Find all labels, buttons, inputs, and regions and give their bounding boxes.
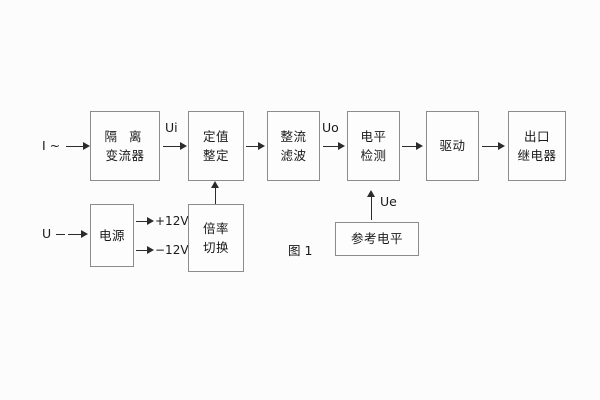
block-setting-adjustment-line2: 整定 — [202, 147, 229, 163]
block-power-supply: 电源 — [90, 204, 134, 267]
rail-negative-wire — [136, 250, 148, 251]
ui-signal-wire — [163, 146, 181, 147]
drive-to-relay-wire — [482, 146, 499, 147]
current-input-arrowhead-icon — [83, 142, 90, 150]
block-isolation-transformer-line2: 变流器 — [105, 147, 145, 163]
rail-negative-label: −12V — [155, 243, 189, 257]
block-power-supply-line1: 电源 — [98, 227, 125, 243]
ue-signal-label: Ue — [380, 194, 397, 209]
block-multiplier-switch-line1: 倍率 — [202, 221, 229, 237]
block-setting-adjustment-line1: 定值 — [202, 129, 229, 145]
voltage-input-dash — [56, 234, 65, 235]
ui-signal-arrowhead-icon — [180, 142, 187, 150]
multiplier-to-setting-arrowhead-icon — [211, 181, 219, 188]
block-level-detection-line1: 电平 — [360, 129, 387, 145]
block-drive: 驱动 — [426, 111, 479, 181]
block-output-relay-line2: 继电器 — [517, 147, 557, 163]
current-input-wire — [66, 146, 84, 147]
block-isolation-transformer: 隔 离 变流器 — [90, 111, 160, 181]
figure-caption: 图 1 — [288, 243, 313, 258]
block-rectify-filter: 整流 滤波 — [267, 111, 320, 181]
block-drive-line1: 驱动 — [439, 138, 466, 154]
block-reference-level: 参考电平 — [335, 222, 419, 256]
rail-positive-label: +12V — [155, 214, 189, 228]
current-input-label: I ~ — [42, 138, 61, 153]
block-level-detection: 电平 检测 — [347, 111, 400, 181]
ue-signal-wire — [371, 196, 372, 220]
block-reference-level-line1: 参考电平 — [350, 231, 403, 247]
ue-signal-arrowhead-icon — [367, 190, 375, 197]
level-to-drive-wire — [402, 146, 417, 147]
uo-signal-label: Uo — [322, 120, 339, 135]
voltage-input-wire — [68, 234, 82, 235]
uo-signal-arrowhead-icon — [338, 142, 345, 150]
block-level-detection-line2: 检测 — [360, 147, 387, 163]
voltage-input-label: U — [42, 226, 52, 241]
setting-to-rectify-wire — [246, 146, 259, 147]
uo-signal-wire — [323, 146, 339, 147]
drive-to-relay-arrowhead-icon — [498, 142, 505, 150]
multiplier-to-setting-wire — [215, 188, 216, 204]
block-multiplier-switch: 倍率 切换 — [188, 204, 244, 272]
block-setting-adjustment: 定值 整定 — [188, 111, 244, 181]
setting-to-rectify-arrowhead-icon — [258, 142, 265, 150]
block-output-relay: 出口 继电器 — [508, 111, 566, 181]
block-output-relay-line1: 出口 — [523, 129, 550, 145]
block-rectify-filter-line1: 整流 — [280, 129, 307, 145]
voltage-input-arrowhead-icon — [81, 230, 88, 238]
level-to-drive-arrowhead-icon — [416, 142, 423, 150]
ui-signal-label: Ui — [165, 120, 178, 135]
rail-positive-arrowhead-icon — [147, 217, 154, 225]
block-rectify-filter-line2: 滤波 — [280, 147, 307, 163]
rail-negative-arrowhead-icon — [147, 246, 154, 254]
rail-positive-wire — [136, 221, 148, 222]
block-multiplier-switch-line2: 切换 — [202, 239, 229, 255]
block-isolation-transformer-line1: 隔 离 — [104, 129, 146, 145]
